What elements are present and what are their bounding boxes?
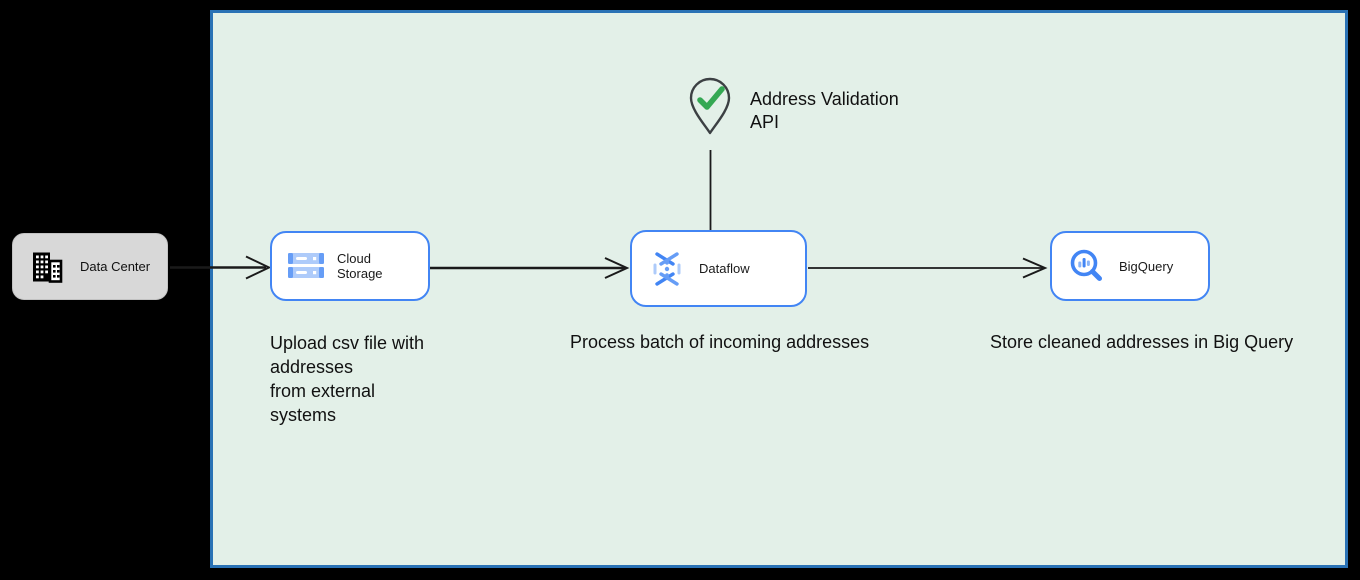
node-data-center[interactable]: Data Center <box>12 233 168 300</box>
node-label: BigQuery <box>1119 258 1174 274</box>
node-label: Dataflow <box>699 261 750 276</box>
caption-bigquery: Store cleaned addresses in Big Query <box>990 332 1294 352</box>
node-bigquery[interactable]: BigQuery <box>1050 231 1210 301</box>
node-label: Data Center <box>80 259 151 274</box>
api-label: Address Validation API <box>750 89 899 132</box>
caption-dataflow: Process batch of incoming addresses <box>570 332 870 352</box>
node-label: Cloud Storage <box>337 251 383 281</box>
bigquery-icon <box>1070 249 1102 281</box>
caption-cloud-storage: Upload csv file with addresses from exte… <box>270 333 425 425</box>
node-dataflow[interactable]: Dataflow <box>630 230 807 307</box>
dataflow-icon <box>653 251 681 286</box>
node-cloud-storage[interactable]: Cloud Storage <box>270 231 430 301</box>
building-icon <box>33 252 63 283</box>
cloud-storage-icon <box>288 253 324 278</box>
map-pin-check-icon[interactable] <box>687 76 733 136</box>
